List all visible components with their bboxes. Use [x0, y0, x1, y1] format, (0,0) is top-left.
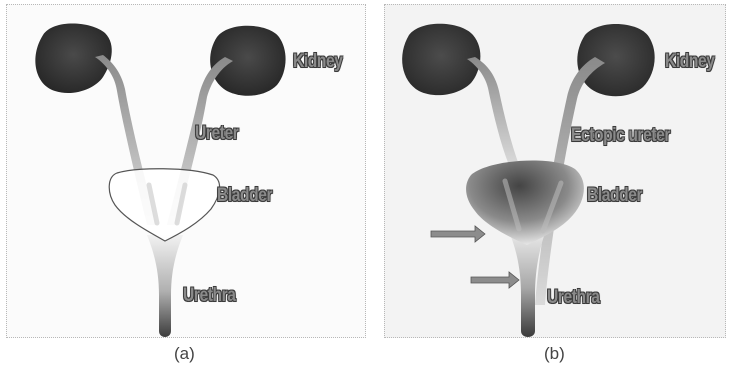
right-kidney	[577, 24, 654, 96]
ectopic-ureter-label: Ectopic ureter	[571, 125, 670, 147]
ureter-label: Ureter	[195, 123, 238, 145]
bladder-label: Bladder	[217, 185, 272, 207]
diagram-panel-ectopic: Kidney Ectopic ureter Bladder Urethra	[384, 4, 726, 338]
bladder	[466, 160, 584, 245]
panel-caption-b: (b)	[544, 344, 565, 364]
arrow-right-icon	[471, 272, 519, 288]
diagram-panel-normal: Kidney Ureter Bladder Urethra	[6, 4, 366, 338]
kidney-label: Kidney	[665, 51, 714, 73]
kidney-label: Kidney	[293, 51, 342, 73]
panel-caption-a: (a)	[174, 344, 195, 364]
bladder-label: Bladder	[587, 185, 642, 207]
urethra-label: Urethra	[183, 285, 236, 307]
arrow-right-icon	[431, 226, 485, 242]
bladder	[109, 169, 219, 241]
urethra	[147, 235, 183, 337]
urethra-label: Urethra	[547, 287, 600, 309]
